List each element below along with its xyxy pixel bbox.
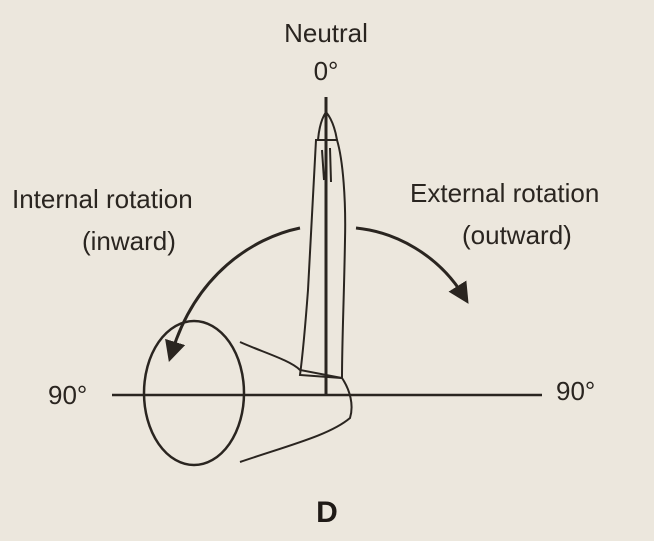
internal-rotation-arrow [165, 226, 301, 363]
panel-letter: D [316, 496, 338, 529]
neutral-degree-label: 0° [313, 56, 339, 86]
external-rotation-arrow [355, 226, 469, 304]
hand-outline [317, 110, 338, 183]
internal-rotation-label: Internal rotation [12, 184, 193, 214]
forearm-outline [298, 139, 347, 380]
internal-rotation-sublabel: (inward) [82, 226, 176, 256]
right-degree-label: 90° [556, 376, 596, 406]
external-rotation-label: External rotation [410, 178, 600, 208]
left-degree-label: 90° [48, 380, 88, 410]
external-rotation-sublabel: (outward) [462, 220, 572, 250]
shoulder-ellipse [142, 319, 246, 467]
upper-arm-outline [239, 341, 353, 463]
neutral-label: Neutral [284, 18, 368, 48]
